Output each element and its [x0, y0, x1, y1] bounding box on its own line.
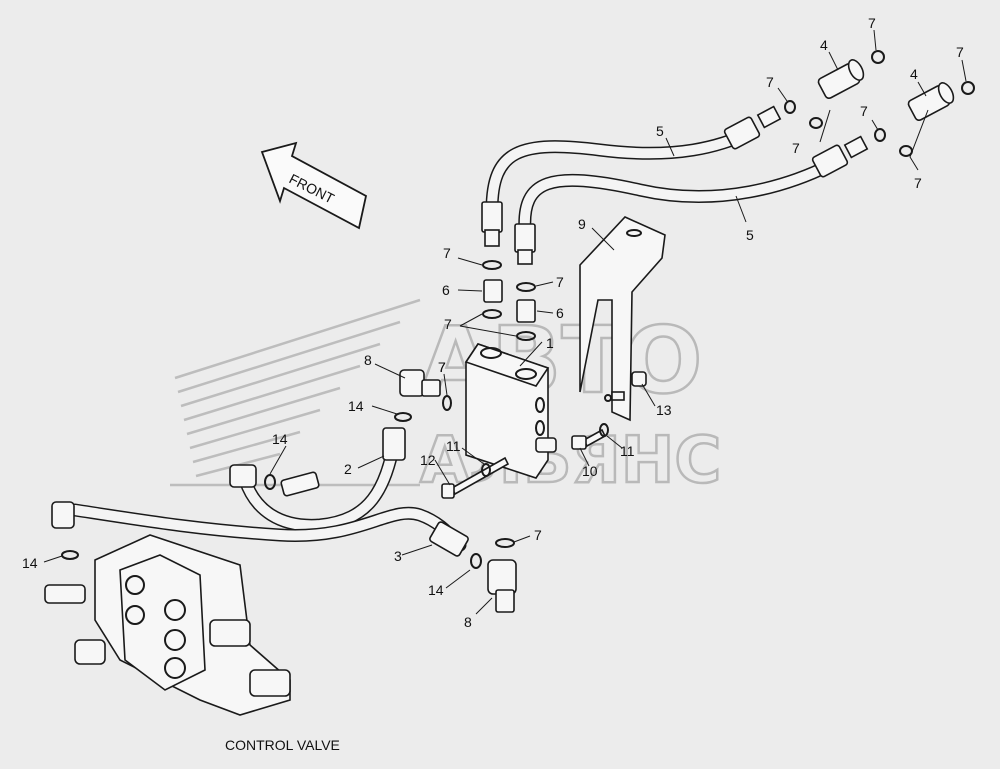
callout-5: 5 [746, 227, 754, 243]
hose-3 [68, 503, 469, 557]
quick-coupler-4-upper [817, 59, 955, 122]
callout-4: 4 [910, 66, 918, 82]
callout-14: 14 [22, 555, 38, 571]
adapters-6 [483, 279, 536, 323]
callout-6: 6 [556, 305, 564, 321]
bolts-and-washers [441, 371, 647, 499]
callout-7: 7 [956, 44, 964, 60]
callout-7: 7 [914, 175, 922, 191]
bracket-9 [579, 216, 666, 422]
callout-2: 2 [344, 461, 352, 477]
callout-8: 8 [464, 614, 472, 630]
callout-7: 7 [443, 245, 451, 261]
callout-10: 10 [582, 463, 598, 479]
hose-fittings-upper [481, 105, 869, 265]
callout-14: 14 [348, 398, 364, 414]
front-arrow: FRONT [260, 141, 368, 230]
hose-5-upper [485, 128, 837, 237]
callout-7: 7 [438, 359, 446, 375]
callout-14: 14 [272, 431, 288, 447]
callout-4: 4 [820, 37, 828, 53]
callout-14: 14 [428, 582, 444, 598]
callout-7: 7 [868, 15, 876, 31]
callout-7: 7 [556, 274, 564, 290]
callout-5: 5 [656, 123, 664, 139]
caption-control-valve: CONTROL VALVE [225, 737, 340, 753]
callout-labels: 7 4 7 4 7 7 7 7 7 5 5 9 7 7 6 6 7 1 8 7 … [22, 15, 964, 630]
callout-7: 7 [438, 359, 446, 375]
callout-7: 7 [444, 316, 452, 332]
callout-7: 7 [534, 527, 542, 543]
callout-6: 6 [442, 282, 450, 298]
callout-7: 7 [792, 140, 800, 156]
left-fittings [51, 464, 320, 529]
callout-1: 1 [546, 335, 554, 351]
valve-block-1 [464, 343, 557, 479]
callout-8: 8 [364, 352, 372, 368]
o-rings-7 [61, 50, 975, 569]
elbow-fitting-8-upper [399, 369, 441, 397]
callout-13: 13 [656, 402, 672, 418]
callout-9: 9 [578, 216, 586, 232]
control-valve-body [44, 534, 291, 716]
callout-11: 11 [620, 443, 635, 459]
callout-12: 12 [420, 452, 436, 468]
leader-lines [43, 29, 967, 615]
watermark-line1: АВТО [420, 307, 702, 414]
elbow-fitting-8-lower [487, 559, 517, 613]
hose-2 [238, 427, 406, 532]
callout-3: 3 [394, 548, 402, 564]
callout-11: 11 [446, 438, 461, 454]
callout-7: 7 [860, 103, 868, 119]
callout-7: 7 [766, 74, 774, 90]
